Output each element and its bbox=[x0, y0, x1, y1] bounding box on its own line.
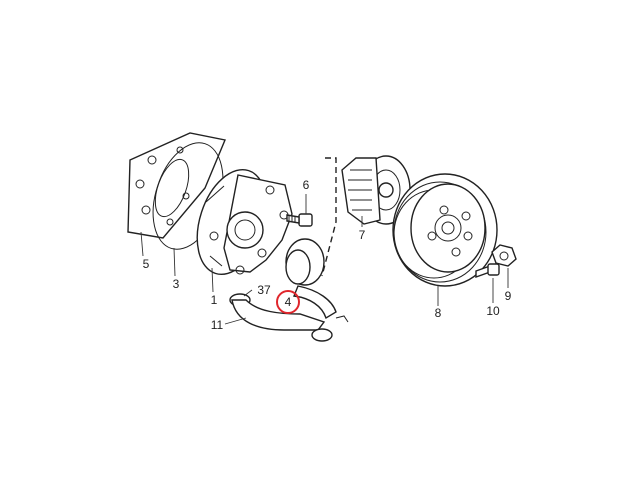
highlight-circle bbox=[276, 290, 300, 314]
part-11-oil-strainer[interactable] bbox=[231, 285, 349, 342]
part-label-11: 11 bbox=[210, 318, 224, 332]
leader-lines bbox=[140, 194, 509, 325]
part-label-3: 3 bbox=[172, 277, 180, 291]
part-1-oil-pump-housing[interactable] bbox=[185, 161, 293, 283]
part-9-nut[interactable] bbox=[491, 244, 517, 267]
part-label-7: 7 bbox=[358, 228, 366, 242]
part-label-1: 1 bbox=[210, 293, 218, 307]
assembly-dashed-line bbox=[321, 157, 337, 277]
part-label-4: 4 bbox=[284, 295, 292, 309]
part-label-10: 10 bbox=[486, 304, 500, 318]
part-8-pulley[interactable] bbox=[392, 173, 498, 287]
part-4-oil-seal[interactable] bbox=[285, 238, 325, 286]
part-label-37: 37 bbox=[257, 283, 271, 297]
part-label-6: 6 bbox=[302, 178, 310, 192]
part-5-gasket[interactable] bbox=[127, 132, 226, 239]
part-6-bolt[interactable] bbox=[286, 213, 313, 227]
part-label-5: 5 bbox=[142, 257, 150, 271]
part-10-bolt[interactable] bbox=[475, 263, 500, 278]
part-label-8: 8 bbox=[434, 306, 442, 320]
part-label-9: 9 bbox=[504, 289, 512, 303]
